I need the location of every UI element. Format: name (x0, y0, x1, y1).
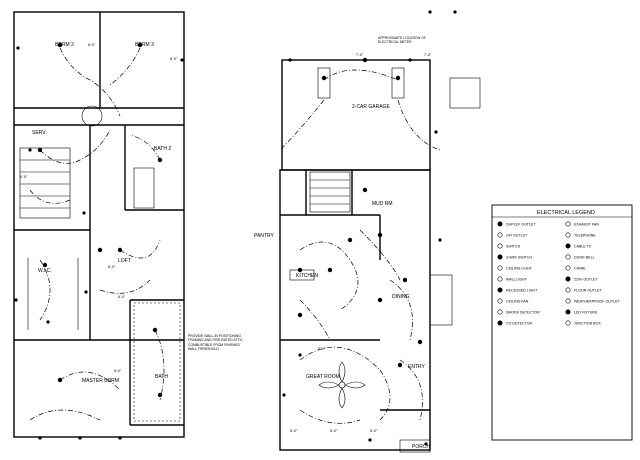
ceiling-fan-icon (318, 361, 366, 409)
main-floor-plan (279, 59, 481, 453)
legend-symbol-icon (497, 221, 503, 227)
room-label-porch: PORCH (412, 444, 430, 450)
dimension-label: 6'-0" (290, 429, 298, 433)
legend-item-label: 3-WAY SWITCH (506, 255, 532, 259)
room-label-bdrm3: BDRM 3 (135, 42, 154, 48)
legend-item-label: EXHAUST FAN (574, 222, 599, 226)
legend-symbol-icon (565, 276, 571, 282)
legend-item-label: JUNCTION BOX (574, 321, 601, 325)
legend-item-label: DUPLEX OUTLET (506, 222, 536, 226)
dimension-label: 6'-0" (370, 429, 378, 433)
legend-item-label: CEILING FAN (506, 299, 529, 303)
legend-item-label: SMOKE DETECTOR (506, 310, 540, 314)
upper-floor-fixtures (14, 42, 184, 440)
main-floor-labels: 2-CAR GARAGE PANTRY KITCHEN DINING GREAT… (254, 36, 432, 450)
room-label-wic: W.I.C. (38, 268, 52, 274)
dimension-label: 8'-0" (88, 43, 96, 47)
room-label-bdrm2: BDRM 2 (55, 42, 74, 48)
legend-symbol-icon (497, 276, 503, 282)
legend-symbol-icon (497, 254, 503, 260)
legend-item-label: CO DETECTOR (506, 321, 532, 325)
dimension-label: 8'-0" (108, 265, 116, 269)
legend-item-label: LED FIXTURE (574, 310, 598, 314)
legend-symbol-icon (565, 309, 571, 315)
legend-symbol-icon (565, 320, 571, 326)
legend-symbol-icon (565, 265, 571, 271)
electrical-legend: ELECTRICAL LEGEND (491, 204, 633, 441)
room-label-master: MASTER BDRM (82, 378, 119, 384)
legend-symbol-icon (497, 265, 503, 271)
main-floor-fixtures (282, 10, 457, 446)
legend-symbol-icon (565, 232, 571, 238)
legend-symbol-icon (497, 298, 503, 304)
meter-note: APPROXIMATE LOCATION OF ELECTRICAL METER (378, 36, 426, 44)
dimension-label: 7'-0" (356, 53, 364, 57)
legend-items: DUPLEX OUTLET GFI OUTLET SWITCH 3-WAY SWITC… (497, 221, 620, 326)
legend-symbol-icon (497, 320, 503, 326)
dimension-label: 6'-0" (330, 429, 338, 433)
legend-item-label: CHIME (574, 266, 586, 270)
legend-title: ELECTRICAL LEGEND (537, 210, 595, 216)
main-floor-wiring (279, 69, 441, 424)
legend-item-label: GFI OUTLET (506, 233, 528, 237)
legend-item-label: DOOR BELL (574, 255, 595, 259)
room-label-bath2: BATH 2 (154, 146, 171, 152)
legend-item-label: 220V OUTLET (574, 277, 598, 281)
room-label-serv: SERV. (32, 130, 46, 136)
room-label-pantry: PANTRY (254, 233, 274, 239)
room-label-great: GREAT ROOM (306, 374, 340, 380)
room-label-entry: ENTRY (408, 364, 426, 370)
legend-item-label: WALL LIGHT (506, 277, 528, 281)
upper-floor-plan (13, 11, 185, 438)
dimension-label: 6'-0" (118, 295, 126, 299)
legend-symbol-icon (497, 287, 503, 293)
room-label-loft: LOFT (118, 258, 131, 264)
legend-symbol-icon (565, 298, 571, 304)
legend-symbol-icon (497, 243, 503, 249)
room-label-dining: DINING (392, 294, 410, 300)
legend-symbol-icon (565, 221, 571, 227)
dimension-label: 8'-0" (170, 57, 178, 61)
legend-symbol-icon (565, 243, 571, 249)
legend-symbol-icon (565, 254, 571, 260)
dimension-label: 6'-0" (20, 175, 28, 179)
legend-item-label: FLOOR OUTLET (574, 288, 602, 292)
dimension-label: 7'-0" (424, 53, 432, 57)
upper-floor-labels: BDRM 2 BDRM 3 SERV. BATH 2 LOFT W.I.C. B… (20, 42, 243, 384)
legend-symbol-icon (497, 232, 503, 238)
legend-item-label: CEILING LIGHT (506, 266, 533, 270)
room-label-garage: 2-CAR GARAGE (352, 104, 390, 110)
room-label-kitchen: KITCHEN (296, 273, 318, 279)
fire-rating-note: PROVIDE WALL-IN POSITIONING FRAMING AND … (188, 334, 243, 351)
legend-item-label: SWITCH (506, 244, 521, 248)
legend-symbol-icon (565, 287, 571, 293)
dimension-label: 3'-0" (318, 347, 326, 351)
legend-item-label: CABLE TV (574, 244, 592, 248)
legend-symbol-icon (497, 309, 503, 315)
legend-item-label: RECESSED LIGHT (506, 288, 538, 292)
legend-item-label: WEATHERPROOF OUTLET (574, 299, 620, 303)
room-label-mud: MUD RM (372, 201, 393, 207)
room-label-bath: BATH (155, 374, 168, 380)
upper-floor-wiring (29, 47, 165, 421)
legend-item-label: TELEPHONE (574, 233, 596, 237)
dimension-label: 6'-0" (114, 369, 122, 373)
